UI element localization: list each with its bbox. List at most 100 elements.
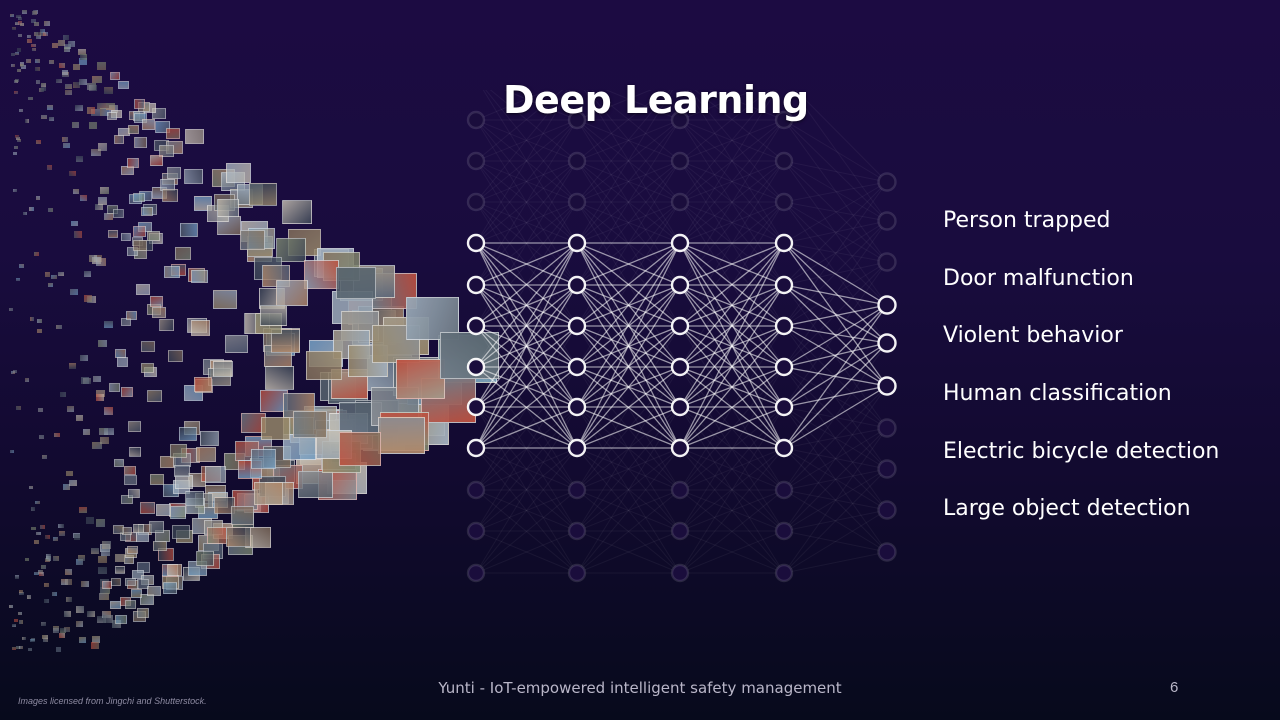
network-connection [475,90,568,203]
mosaic-photo [30,638,35,643]
network-connection [576,119,681,162]
network-connection [475,447,578,491]
network-connection [783,242,888,306]
mosaic-photo [92,76,102,84]
network-connection [576,530,681,574]
network-connection [783,342,888,408]
output-label-list: Person trapped Door malfunction Violent … [943,204,1219,550]
mosaic-photo [149,296,164,307]
mosaic-photo [46,165,53,170]
mosaic-photo [128,421,142,432]
network-node [877,376,897,396]
mosaic-photo [161,189,178,203]
mosaic-photo [103,407,114,416]
mosaic-photo [51,274,57,280]
network-connection [679,447,785,491]
mosaic-photo [13,151,17,156]
mosaic-photo [72,188,80,195]
network-connection [475,489,578,574]
network-node [466,563,486,583]
mosaic-photo [292,410,327,439]
mosaic-photo [95,519,106,528]
mosaic-photo [195,446,216,463]
network-node [466,110,486,130]
mosaic-photo [26,34,32,39]
mosaic-photo [71,220,79,227]
mosaic-photo [62,142,70,148]
mosaic-photo [35,59,41,64]
network-connection [783,406,888,470]
network-node [567,563,587,583]
network-node [670,110,690,130]
network-connection [576,201,681,244]
mosaic-photo [59,63,66,69]
network-connection [475,447,578,574]
mosaic-photo [126,311,138,321]
network-connection [783,242,888,344]
network-connection [475,242,578,327]
network-connection [783,181,888,327]
mosaic-photo [51,43,58,48]
mosaic-photo [113,458,125,467]
network-connection [783,385,888,491]
mosaic-photo [134,112,148,124]
network-connection [783,385,888,449]
network-node [466,316,486,336]
mosaic-photo [248,183,277,206]
mosaic-photo [40,28,46,33]
network-connection [475,160,578,244]
mosaic-photo [121,387,133,397]
mosaic-photo [42,634,48,640]
network-connection [475,160,578,203]
mosaic-photo [133,240,147,251]
mosaic-photo [74,231,82,238]
mosaic-photo [44,21,50,26]
network-node [670,192,690,212]
mosaic-photo [42,454,48,459]
network-connection [783,201,888,222]
mosaic-photo [73,64,81,70]
network-connection [576,90,671,203]
mosaic-photo [29,316,35,321]
mosaic-photo [66,596,73,602]
mosaic-photo [98,555,108,563]
mosaic-photo [21,636,26,641]
mosaic-photo [200,430,220,446]
mosaic-photo [16,136,21,141]
mosaic-photo [64,578,72,585]
mosaic-photo [63,43,71,49]
mosaic-photo [206,527,228,544]
network-node [774,275,794,295]
mosaic-photo [30,506,36,511]
network-connection [475,201,578,244]
network-connection [576,447,681,491]
mosaic-photo [34,540,40,545]
mosaic-photo [128,489,140,499]
mosaic-photo [10,449,15,453]
network-connection [679,90,756,121]
image-credit: Images licensed from Jingchi and Shutter… [18,696,207,706]
mosaic-photo [86,610,95,617]
network-connection [475,201,578,244]
mosaic-photo [86,517,94,524]
mosaic-photo [108,229,119,238]
mosaic-photo [149,521,165,534]
network-connection [783,181,888,203]
mosaic-photo [75,414,83,421]
network-connection [679,489,785,574]
network-connection [708,90,785,121]
mosaic-photo [151,107,167,120]
network-connection [475,366,578,532]
mosaic-photo [24,558,29,562]
mosaic-photo [19,645,24,650]
mosaic-photo [17,68,22,73]
network-connection [679,447,785,532]
network-connection [679,447,785,532]
mosaic-photo [109,72,121,81]
network-connection [485,90,578,203]
mosaic-photo [216,198,240,217]
mosaic-photo [39,435,45,440]
mosaic-photo [141,119,156,131]
mosaic-photo [58,633,65,638]
mosaic-photo [69,170,77,177]
